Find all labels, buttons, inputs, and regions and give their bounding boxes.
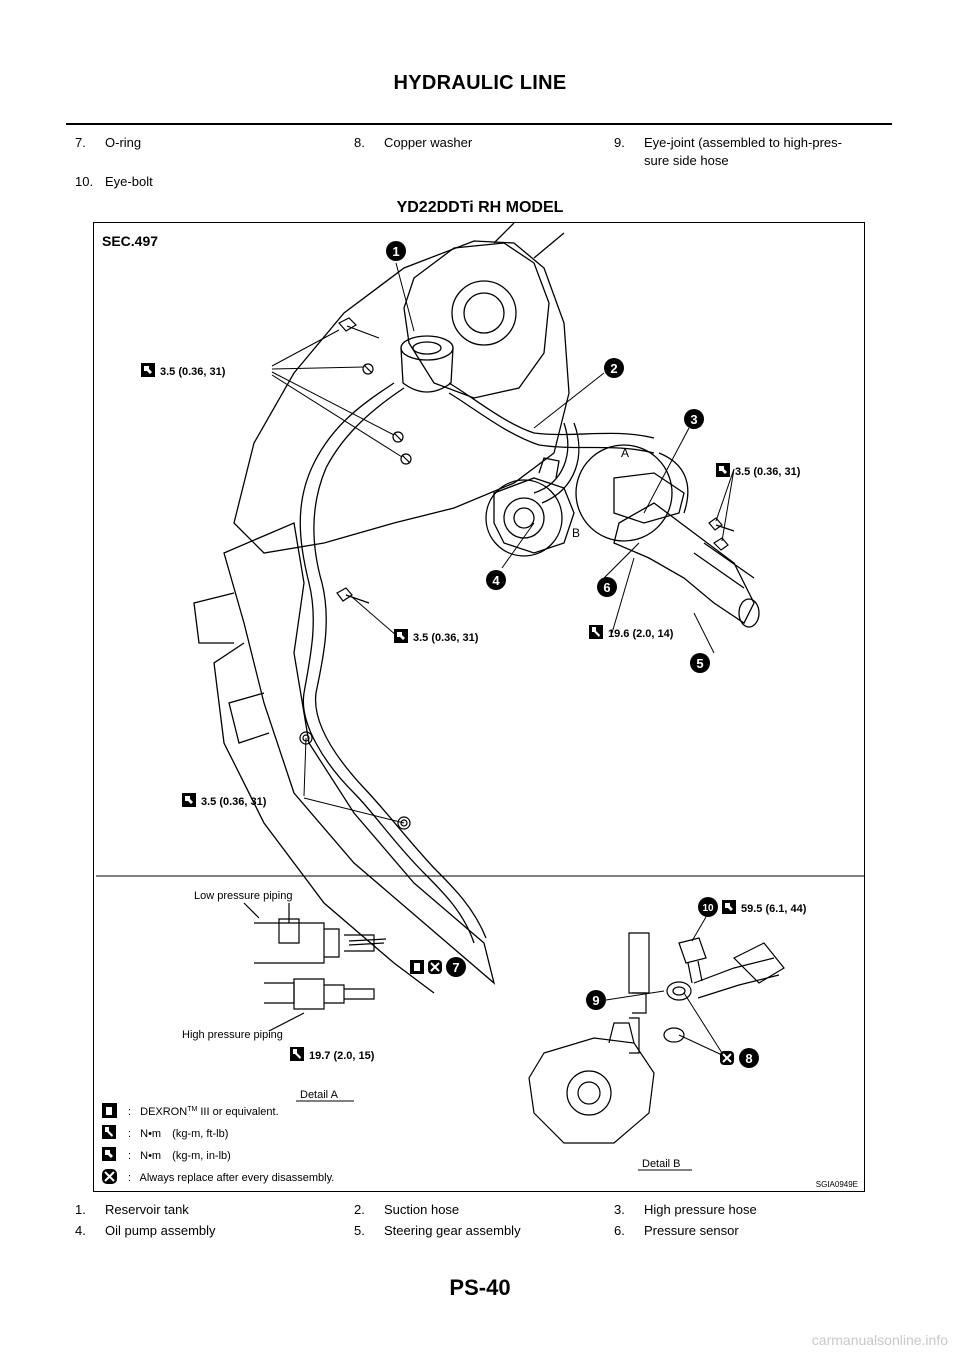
key-replace: : Always replace after every disassembly… (102, 1169, 334, 1184)
svg-text:2: 2 (610, 361, 617, 376)
legend-text: Suction hose (384, 1202, 460, 1217)
callout-7: 7 (410, 957, 466, 977)
legend-item: 1. Reservoir tank (75, 1201, 189, 1219)
main-assembly-drawing (193, 223, 760, 994)
svg-text:: N•m (kg-m, in-: : N•m (kg-m, in-lb) (128, 1150, 231, 1162)
svg-text:: Always replace after e: : Always replace after every disassembly… (128, 1172, 334, 1184)
svg-text:19.6 (2.0, 14): 19.6 (2.0, 14) (608, 628, 674, 640)
detail-a-high-label: High pressure piping (182, 1029, 283, 1041)
key-torque-inlb: : N•m (kg-m, in-lb) (102, 1147, 231, 1162)
legend-num: 1. (75, 1202, 86, 1217)
detail-b-drawing (528, 932, 785, 1144)
hydraulic-line-figure: SEC.497 (93, 222, 865, 1192)
legend-text: Copper washer (384, 135, 473, 150)
legend-text: Eye-bolt (105, 174, 153, 189)
svg-text:3.5 (0.36, 31): 3.5 (0.36, 31) (201, 796, 267, 808)
callout-3: 3 (684, 409, 704, 429)
legend-text: High pressure hose (644, 1202, 757, 1217)
detail-a-drawing (243, 902, 387, 1032)
detail-b-marker: B (572, 526, 580, 540)
page-title: HYDRAULIC LINE (393, 72, 567, 94)
legend-item: 4. Oil pump assembly (75, 1222, 216, 1240)
torque-spec-4: 19.6 (2.0, 14) (589, 625, 674, 640)
detail-b-title: Detail B (642, 1158, 681, 1170)
section-title: YD22DDTi RH MODEL (396, 199, 564, 216)
legend-text: Reservoir tank (105, 1202, 189, 1217)
svg-text:3.5 (0.36, 31): 3.5 (0.36, 31) (735, 466, 801, 478)
callout-5: 5 (690, 653, 710, 673)
svg-text:: DEXRONTM III or equiva: : DEXRONTM III or equivalent. (128, 1106, 279, 1118)
callout-10: 10 (698, 897, 718, 917)
torque-spec-6: 59.5 (6.1, 44) (722, 900, 807, 915)
legend-text: Steering gear assembly (384, 1223, 521, 1238)
svg-text:8: 8 (745, 1051, 752, 1066)
key-torque-ftlb: : N•m (kg-m, ft-lb) (102, 1125, 228, 1140)
detail-a-title: Detail A (300, 1089, 339, 1101)
legend-num: 5. (354, 1223, 365, 1238)
svg-text:9: 9 (592, 993, 599, 1008)
svg-text:3.5 (0.36, 31): 3.5 (0.36, 31) (160, 366, 226, 378)
legend-num: 8. (354, 135, 365, 150)
svg-text:59.5 (6.1, 44): 59.5 (6.1, 44) (741, 903, 807, 915)
legend-num: 4. (75, 1223, 86, 1238)
torque-spec-7: 19.7 (2.0, 15) (290, 1047, 375, 1062)
legend-num: 6. (614, 1223, 625, 1238)
legend-item: 5. Steering gear assembly (354, 1222, 521, 1240)
svg-text:3.5 (0.36, 31): 3.5 (0.36, 31) (413, 632, 479, 644)
legend-num: 10. (75, 174, 94, 189)
legend-text: Pressure sensor (644, 1223, 739, 1238)
figure-code: SGIA0949E (816, 1180, 858, 1189)
svg-text:4: 4 (492, 573, 500, 588)
section-code: SEC.497 (102, 233, 158, 249)
callout-8: 8 (720, 1048, 759, 1068)
detail-a-low-label: Low pressure piping (194, 890, 292, 902)
legend-item: 9. Eye-joint (assembled to high-pres-sure… (614, 134, 842, 170)
legend-num: 2. (354, 1202, 365, 1217)
svg-text:6: 6 (603, 580, 610, 595)
legend-item: 2. Suction hose (354, 1201, 459, 1219)
svg-text:3: 3 (690, 412, 697, 427)
svg-text:7: 7 (452, 960, 459, 975)
legend-item: 3. High pressure hose (614, 1201, 757, 1219)
svg-text:5: 5 (696, 656, 703, 671)
title-rule (66, 123, 892, 125)
legend-text-line1: Eye-joint (assembled to high-pres- (644, 135, 842, 150)
legend-num: 3. (614, 1202, 625, 1217)
legend-item: 7. O-ring (75, 134, 141, 152)
torque-spec-2: 3.5 (0.36, 31) (716, 463, 801, 478)
legend-item: 10. Eye-bolt (75, 173, 153, 191)
figure-drawing: SEC.497 (96, 223, 864, 1189)
detail-a-marker: A (621, 446, 629, 460)
leader-9 (605, 990, 665, 1001)
leader-lines (271, 262, 735, 824)
key-fluid: : DEXRONTM III or equivalent. (102, 1103, 279, 1118)
svg-text:10: 10 (702, 903, 714, 914)
callout-1: 1 (386, 241, 406, 261)
legend-item: 6. Pressure sensor (614, 1222, 739, 1240)
torque-spec-5: 3.5 (0.36, 31) (182, 793, 267, 808)
callout-2: 2 (604, 358, 624, 378)
legend-text: O-ring (105, 135, 142, 150)
svg-text:: N•m (kg-m, ft-: : N•m (kg-m, ft-lb) (128, 1128, 228, 1140)
callout-9: 9 (586, 990, 606, 1010)
callout-6: 6 (597, 577, 617, 597)
svg-text:1: 1 (392, 244, 399, 259)
legend-text: Oil pump assembly (105, 1223, 216, 1238)
legend-item: 8. Copper washer (354, 134, 472, 152)
leader-10 (691, 916, 707, 942)
svg-text:19.7 (2.0, 15): 19.7 (2.0, 15) (309, 1050, 375, 1062)
torque-spec-1: 3.5 (0.36, 31) (141, 363, 226, 378)
leader-8 (678, 992, 723, 1056)
legend-num: 7. (75, 135, 86, 150)
legend-text: Eye-joint (assembled to high-pres-sure s… (644, 134, 842, 170)
legend-text-line2: sure side hose (644, 153, 729, 168)
legend-num: 9. (614, 135, 625, 150)
watermark: carmanualsonline.info (811, 1332, 948, 1348)
torque-spec-3: 3.5 (0.36, 31) (394, 629, 479, 644)
callout-4: 4 (486, 570, 506, 590)
page-number: PS-40 (449, 1275, 511, 1300)
